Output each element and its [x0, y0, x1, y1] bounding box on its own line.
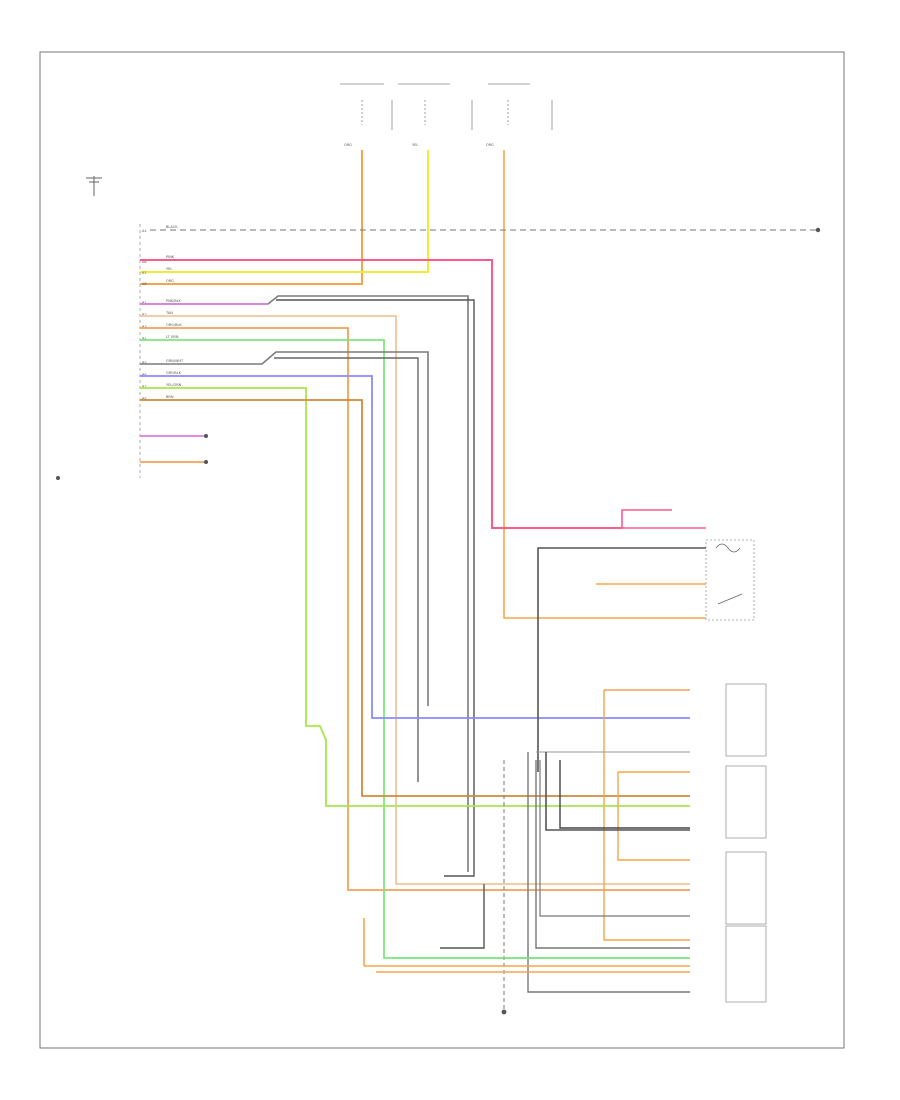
radio-pin-num-a7: A7	[142, 271, 147, 275]
fuse-wire-1: ORG	[344, 143, 352, 147]
antenna-icon	[86, 176, 102, 196]
speaker-1	[725, 683, 767, 757]
radio-pin-num-b7: B7	[142, 385, 147, 389]
radio-wire-a6: PINK	[166, 255, 175, 259]
radio-wire-b4: LT GRN	[166, 335, 179, 339]
radio-pin-num-b2: B2	[142, 313, 147, 317]
radio-wire-b2: TAN	[165, 311, 173, 315]
fuse-block: ORG YEL ORG	[340, 83, 553, 147]
fuse-wire-3: ORG	[486, 143, 494, 147]
radio-wire-b7: YEL/GRN	[166, 383, 182, 387]
radio-wire-a1: BLACK	[166, 225, 178, 229]
radio-pin-num-b8: B8	[142, 397, 147, 401]
radio-wire-b8: BRN	[166, 395, 174, 399]
radio-pin-num-b1: B1	[142, 301, 147, 305]
radio-pin-num-b4: B4	[142, 337, 147, 341]
radio-pin-num-b3: B3	[142, 325, 147, 329]
power-antenna-relay	[705, 539, 755, 621]
radio-wire-a8: ORG	[166, 279, 174, 283]
speaker-4	[725, 925, 767, 1003]
radio-pin-num-b5: B5	[142, 361, 147, 365]
radio-pin-num-a6: A6	[142, 260, 147, 264]
radio-wire-b5: GRN/WHT	[166, 359, 184, 363]
radio-pin-num-a8: A8	[142, 282, 147, 286]
radio-wire-a7: YEL	[166, 267, 172, 271]
speaker-2	[725, 765, 767, 839]
radio-pin-num-a1: A1	[142, 229, 147, 233]
radio-wire-b6: GRY/BLK	[166, 371, 182, 375]
fuse-wire-2: YEL	[412, 143, 418, 147]
diagram-frame	[39, 51, 845, 1049]
radio-pin-num-b6: B6	[142, 373, 147, 377]
speaker-3	[725, 851, 767, 925]
radio-wire-b1: PNK/BLK	[166, 299, 182, 303]
radio-wire-b3: ORG/BLK	[166, 323, 182, 327]
